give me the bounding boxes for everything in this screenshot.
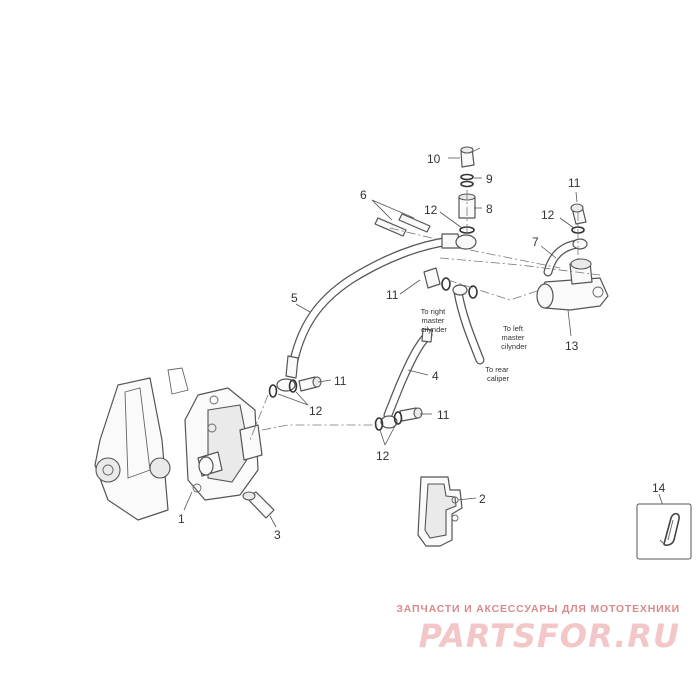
brake-pads xyxy=(417,476,463,547)
svg-text:To right master ci: To right master cilynder xyxy=(421,307,448,334)
brake-caliper xyxy=(184,387,263,501)
brake-hose-5 xyxy=(276,233,477,392)
leader-lines xyxy=(183,157,664,528)
screws xyxy=(374,213,431,237)
note-left-master-line3: cilynder xyxy=(501,342,527,351)
cable-tie-box xyxy=(636,503,692,560)
watermark-logo: PARTSFOR.RU xyxy=(418,617,680,655)
caliper-bolt xyxy=(242,491,275,519)
callout-numbers: 1 2 3 4 5 6 7 8 9 10 11 11 11 11 12 12 1… xyxy=(178,152,666,542)
callout-9: 9 xyxy=(486,172,493,186)
callout-2: 2 xyxy=(479,492,486,506)
brake-hose-4 xyxy=(380,328,433,429)
callout-1: 1 xyxy=(178,512,185,526)
fork-leg xyxy=(94,367,189,521)
note-left-master-line2: master xyxy=(501,333,524,342)
rear-caliper-hose xyxy=(452,284,485,365)
note-rear-caliper-line2: caliper xyxy=(487,374,510,383)
callout-11a: 11 xyxy=(568,176,581,190)
callout-14: 14 xyxy=(652,481,666,495)
callout-10: 10 xyxy=(427,152,441,166)
callout-8: 8 xyxy=(486,202,493,216)
callout-6: 6 xyxy=(360,188,367,202)
callout-7: 7 xyxy=(532,235,539,249)
watermark-tagline: ЗАПЧАСТИ И АКСЕССУАРЫ ДЛЯ МОТОТЕХНИКИ xyxy=(396,603,680,615)
callout-12d: 12 xyxy=(376,449,390,463)
callout-12b: 12 xyxy=(541,208,555,222)
note-right-master-line1: To right xyxy=(421,307,447,316)
routing-notes: To right master cilynder To left master … xyxy=(421,307,528,383)
banjo-bolts xyxy=(298,203,587,422)
master-cylinder xyxy=(536,258,609,311)
callout-11d: 11 xyxy=(437,408,450,422)
assembly-lines xyxy=(249,190,601,441)
watermark: ЗАПЧАСТИ И АКСЕССУАРЫ ДЛЯ МОТОТЕХНИКИ PA… xyxy=(380,603,680,655)
callout-12a: 12 xyxy=(424,203,438,217)
callout-4: 4 xyxy=(432,369,439,383)
note-rear-caliper-line1: To rear xyxy=(485,365,509,374)
callout-3: 3 xyxy=(274,528,281,542)
callout-13: 13 xyxy=(565,339,579,353)
svg-text:To left master cil: To left master cilynder xyxy=(501,324,527,351)
hose-fitting-stack xyxy=(458,146,481,234)
callout-11b: 11 xyxy=(386,288,399,302)
note-right-master-line2: master xyxy=(421,316,444,325)
callout-5: 5 xyxy=(291,291,298,305)
callout-11c: 11 xyxy=(334,374,347,388)
note-left-master-line1: To left xyxy=(503,324,524,333)
callout-12c: 12 xyxy=(309,404,323,418)
svg-text:To rear caliper: To rear caliper xyxy=(485,365,510,383)
brake-hose-7 xyxy=(543,238,588,277)
note-right-master-line3: cilynder xyxy=(421,325,447,334)
